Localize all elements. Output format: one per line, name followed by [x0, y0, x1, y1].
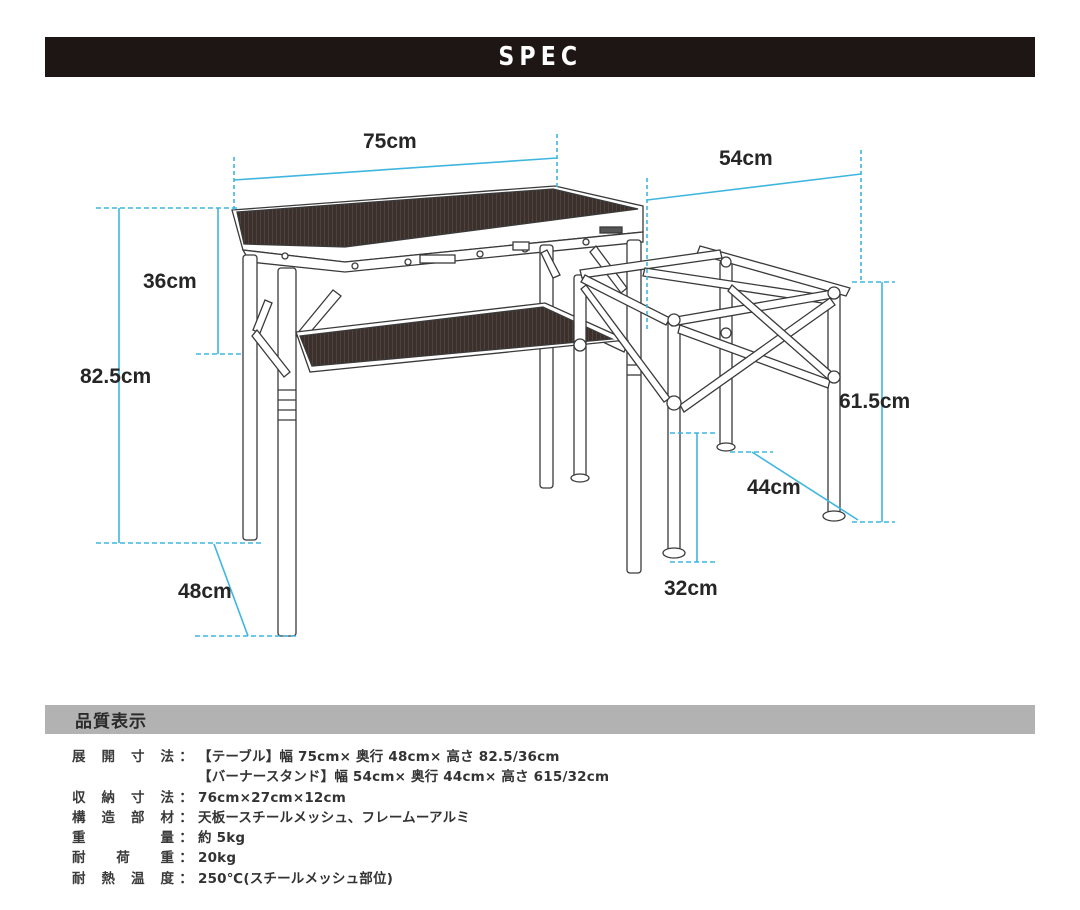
- spec-row-value: 76cm×27cm×12cm: [198, 789, 346, 806]
- spec-row-label: 展 開 寸 法: [72, 749, 174, 765]
- spec-row-value: 20kg: [198, 850, 237, 867]
- spec-row-heat-resistance: 耐 熱 温 度 ： 250℃(スチールメッシュ部位): [72, 869, 609, 889]
- burner-stand-depth-label: 44cm: [747, 476, 801, 499]
- spec-row-colon: ：: [179, 870, 193, 887]
- table-depth-label: 48cm: [178, 580, 232, 603]
- spec-row-load-capacity: 耐 荷 重 ： 20kg: [72, 848, 609, 868]
- spec-row-value: 約 5kg: [198, 830, 246, 847]
- spec-row-unfolded-size: 展 開 寸 法 ： 【テーブル】幅 75cm× 奥行 48cm× 高さ 82.5…: [72, 747, 609, 767]
- burner-stand-low-height-label: 32cm: [664, 577, 718, 600]
- burner-stand-height-label: 61.5cm: [839, 390, 911, 413]
- table-and-burner-stand-illustration: [96, 134, 895, 637]
- quality-label-bar: 品質表示: [45, 705, 1035, 734]
- spec-row-label: 耐 荷 重: [72, 850, 174, 867]
- spec-row-label: 構 造 部 材: [72, 809, 174, 826]
- quality-title: 品質表示: [75, 712, 147, 732]
- spec-row-label: 収 納 寸 法: [72, 789, 174, 806]
- spec-row-value: 250℃(スチールメッシュ部位): [198, 870, 394, 887]
- spec-row-weight: 重 量 ： 約 5kg: [72, 828, 609, 848]
- spec-row-unfolded-size-burner: 【バーナースタンド】幅 54cm× 奥行 44cm× 高さ 615/32cm: [72, 767, 609, 787]
- burner-stand-drawing: [570, 245, 851, 559]
- product-dimension-diagram: 75cm 54cm 36cm 82.5cm 48cm 61.5cm 44cm 3…: [0, 90, 1080, 690]
- spec-row-colon: ：: [179, 809, 193, 826]
- spec-row-label: 耐 熱 温 度: [72, 870, 174, 887]
- spec-title: SPEC: [498, 42, 582, 72]
- spec-row-materials: 構 造 部 材 ： 天板ースチールメッシュ、フレームーアルミ: [72, 808, 609, 828]
- quality-spec-table: 展 開 寸 法 ： 【テーブル】幅 75cm× 奥行 48cm× 高さ 82.5…: [72, 747, 609, 889]
- table-low-height-label: 36cm: [143, 270, 197, 293]
- spec-row-storage-size: 収 納 寸 法 ： 76cm×27cm×12cm: [72, 788, 609, 808]
- spec-row-colon: ：: [179, 749, 193, 765]
- spec-row-value: 【テーブル】幅 75cm× 奥行 48cm× 高さ 82.5/36cm: [198, 749, 560, 765]
- spec-row-label: 重 量: [72, 830, 174, 847]
- burner-stand-width-label: 54cm: [719, 147, 773, 170]
- spec-row-value: 天板ースチールメッシュ、フレームーアルミ: [198, 809, 470, 826]
- table-height-label: 82.5cm: [80, 365, 152, 388]
- spec-row-value: 【バーナースタンド】幅 54cm× 奥行 44cm× 高さ 615/32cm: [198, 769, 610, 786]
- spec-header-bar: SPEC: [45, 37, 1035, 77]
- table-width-label: 75cm: [363, 130, 417, 153]
- dimension-lines: [96, 134, 895, 637]
- spec-row-colon: ：: [179, 850, 193, 867]
- spec-row-colon: ：: [179, 830, 193, 847]
- spec-row-colon: ：: [179, 789, 193, 806]
